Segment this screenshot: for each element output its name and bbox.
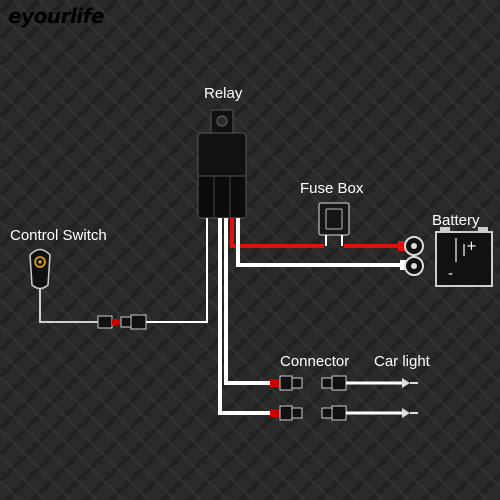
control-switch xyxy=(29,248,51,290)
connector-label: Connector xyxy=(280,353,350,370)
fuse-box-body xyxy=(318,202,350,236)
switch-signal-wire xyxy=(146,218,208,323)
switch-connector xyxy=(97,314,147,330)
relay-socket xyxy=(197,175,247,219)
battery-body xyxy=(435,231,493,287)
positive-ring-terminal xyxy=(398,236,424,256)
control-switch-label: Control Switch xyxy=(10,227,107,244)
battery-positive-symbol: + xyxy=(466,239,477,254)
switch-lead-wire xyxy=(39,285,98,323)
upper-car-light-terminal xyxy=(402,378,418,388)
light-feed-wire-lower xyxy=(218,218,270,415)
relay-mount-hole xyxy=(216,115,228,127)
relay-label: Relay xyxy=(204,85,243,102)
battery-label: Battery xyxy=(432,212,480,229)
relay-body xyxy=(197,132,247,178)
fuse-box xyxy=(318,202,350,246)
battery: + - xyxy=(435,227,493,287)
relay xyxy=(197,109,247,219)
battery-negative-symbol: - xyxy=(448,266,453,282)
fuse-element xyxy=(325,208,343,230)
control-switch-body xyxy=(29,248,51,290)
negative-wire xyxy=(236,218,405,267)
lower-light-connector xyxy=(270,405,404,421)
car-light-label: Car light xyxy=(374,353,430,370)
brand-logo-text: eyourlife xyxy=(8,4,104,28)
positive-wire xyxy=(230,218,402,248)
upper-light-connector xyxy=(270,375,404,391)
light-feed-wire-upper xyxy=(224,218,270,385)
fuse-box-label: Fuse Box xyxy=(300,180,364,197)
brand-logo: eyourlife xyxy=(8,4,104,28)
negative-ring-terminal xyxy=(400,256,424,276)
lower-car-light-terminal xyxy=(402,408,418,418)
